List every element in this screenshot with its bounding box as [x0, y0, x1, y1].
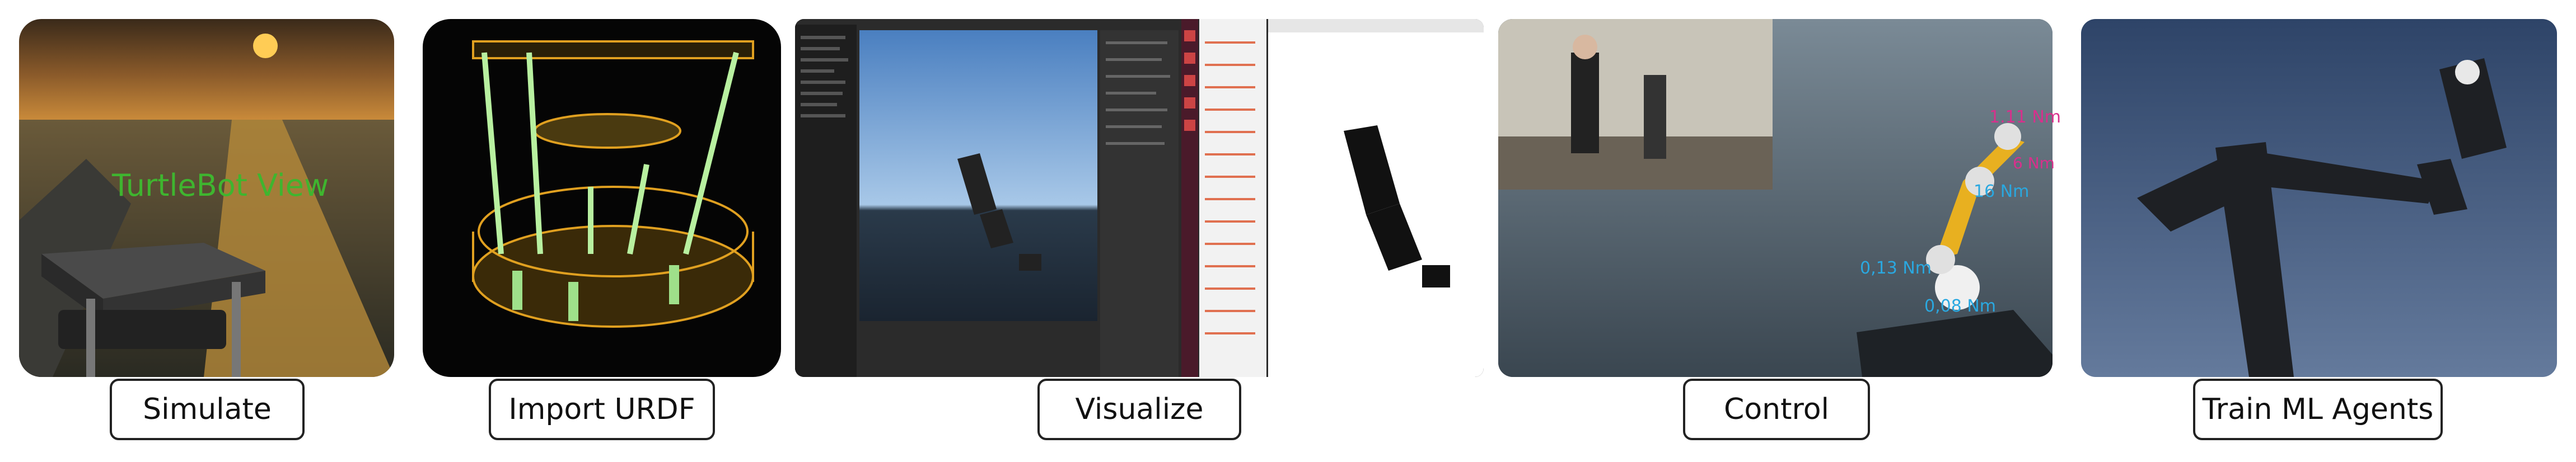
torque-readout-3: 16 Nm [1974, 182, 2030, 201]
simulate-image [19, 19, 394, 377]
import-urdf-label: Import URDF [489, 379, 715, 440]
torque-readout-4: 0,13 Nm [1860, 258, 1932, 278]
train-ml-agents-image [2081, 19, 2557, 377]
torque-readout-5: 0,08 Nm [1924, 296, 1996, 316]
simulate-label: Simulate [110, 379, 305, 440]
torque-readout-2: 6 Nm [2013, 154, 2055, 172]
control-image [1498, 19, 2053, 377]
control-label: Control [1683, 379, 1870, 440]
import-urdf-image [423, 19, 781, 377]
visualize-label: Visualize [1037, 379, 1241, 440]
torque-readout-1: 1.11 Nm [1989, 107, 2061, 127]
visualize-image [795, 19, 1484, 377]
turtlebot-view-label: TurtleBot View [112, 168, 329, 203]
train-ml-agents-label: Train ML Agents [2193, 379, 2443, 440]
